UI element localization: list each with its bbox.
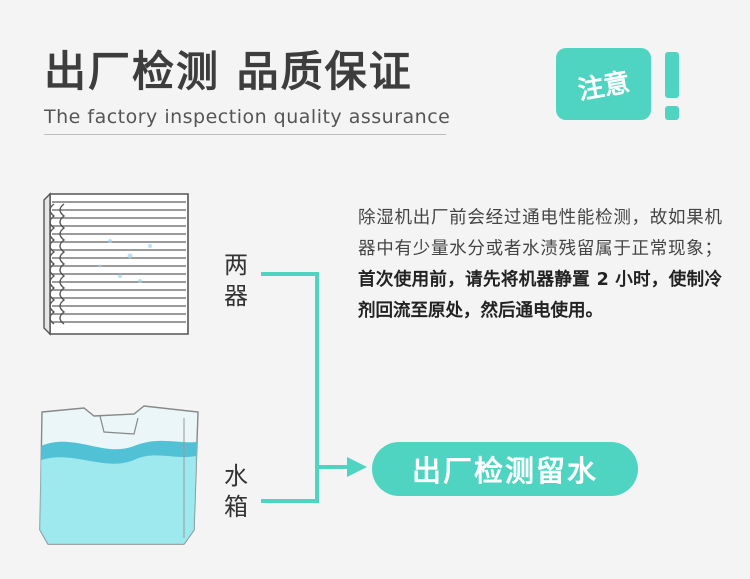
page-title: 出厂检测 品质保证 [44,47,413,96]
water-tank-illustration [39,405,199,545]
arrow-icon [347,457,367,477]
page-subtitle: The factory inspection quality assurance [44,106,451,128]
condenser-coil-illustration [43,192,189,336]
label-tank: 水箱 [224,462,248,521]
result-badge: 出厂检测留水 [372,442,638,496]
description-bold: 首次使用前，请先将机器静置 2 小时，使制冷剂回流至原处，然后通电使用。 [358,270,722,321]
label-condenser: 两器 [224,251,248,310]
description-text: 除湿机出厂前会经过通电性能检测，故如果机器中有少量水分或者水渍残留属于正常现象；… [358,203,722,327]
title-underline [44,134,446,135]
notice-badge: 注意 [556,48,651,120]
description-normal: 除湿机出厂前会经过通电性能检测，故如果机器中有少量水分或者水渍残留属于正常现象； [358,208,722,259]
exclamation-icon [662,52,682,124]
